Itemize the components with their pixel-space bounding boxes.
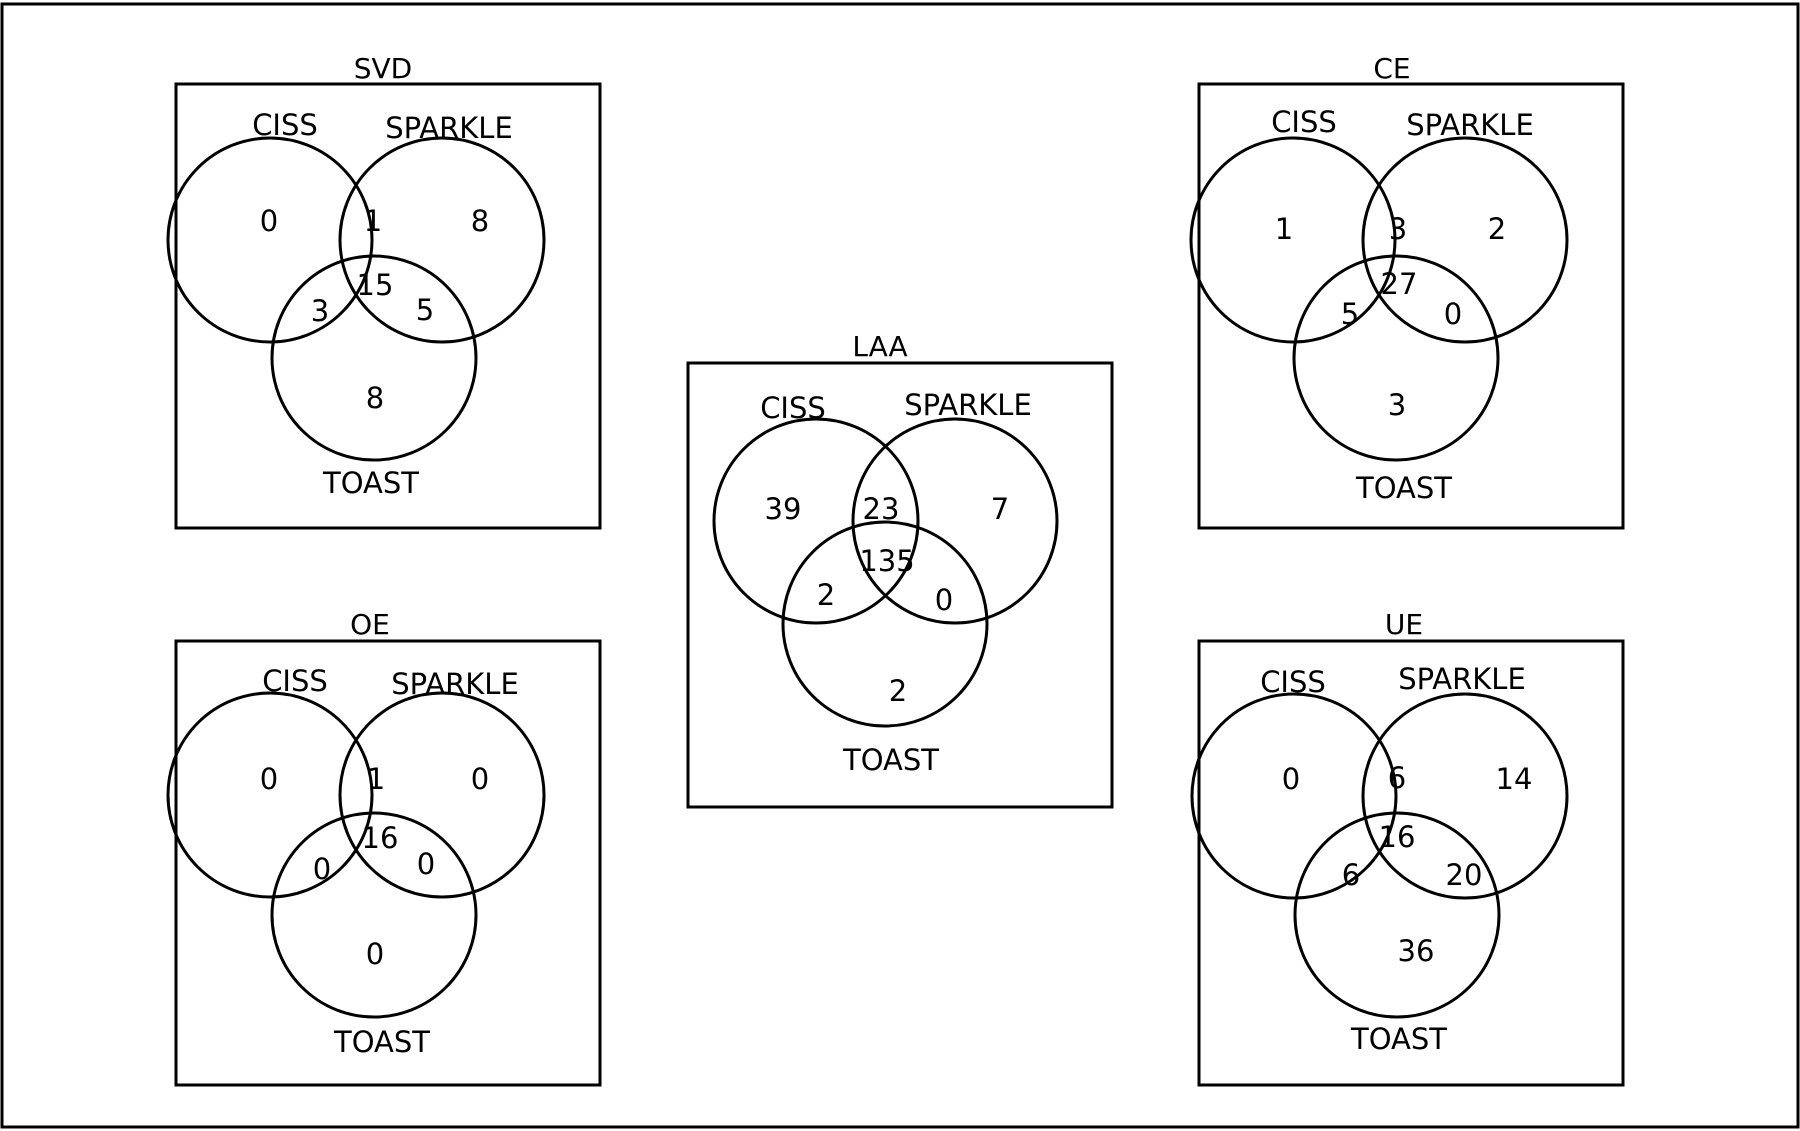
count-ciss-sparkle: 1 xyxy=(367,762,385,796)
sparkle-label: SPARKLE xyxy=(1406,108,1534,142)
panel-box xyxy=(174,639,602,1087)
ciss-label: CISS xyxy=(1271,105,1337,139)
venn-panel-ue: UE CISS SPARKLE TOAST 0 14 36 6 6 20 16 xyxy=(1190,608,1625,1087)
toast-circle xyxy=(270,254,478,462)
venn-panel-laa: LAA CISS SPARKLE TOAST 39 7 2 23 2 0 135 xyxy=(686,330,1114,809)
panel-box xyxy=(174,82,602,530)
toast-circle xyxy=(1292,254,1500,462)
count-all: 27 xyxy=(1381,267,1418,301)
count-ciss-sparkle: 6 xyxy=(1388,761,1406,795)
count-ciss-toast: 5 xyxy=(1341,297,1359,331)
panel-box xyxy=(1197,639,1625,1087)
toast-label: TOAST xyxy=(842,743,939,777)
count-sparkle-toast: 0 xyxy=(935,583,953,617)
sparkle-circle xyxy=(1361,136,1569,344)
count-sparkle-only: 7 xyxy=(991,492,1009,526)
sparkle-circle xyxy=(338,136,546,344)
count-ciss-sparkle: 23 xyxy=(863,492,900,526)
sparkle-circle xyxy=(338,691,546,899)
panel-title: UE xyxy=(1385,608,1423,641)
toast-label: TOAST xyxy=(1355,471,1452,505)
panel-box xyxy=(1197,82,1625,530)
venn-panel-ce: CE CISS SPARKLE TOAST 1 2 3 3 5 0 27 xyxy=(1189,52,1625,530)
count-ciss-toast: 6 xyxy=(1342,858,1360,892)
sparkle-label: SPARKLE xyxy=(904,388,1032,422)
count-ciss-toast: 3 xyxy=(311,294,329,328)
ciss-label: CISS xyxy=(262,664,328,698)
ciss-label: CISS xyxy=(1260,665,1326,699)
count-all: 135 xyxy=(859,544,914,578)
count-sparkle-toast: 0 xyxy=(1444,297,1462,331)
count-ciss-only: 39 xyxy=(765,492,802,526)
count-toast-only: 0 xyxy=(366,937,384,971)
ciss-circle xyxy=(166,136,374,344)
toast-circle xyxy=(270,811,478,1019)
count-toast-only: 8 xyxy=(366,381,384,415)
count-sparkle-only: 8 xyxy=(471,204,489,238)
toast-label: TOAST xyxy=(1350,1022,1447,1056)
count-ciss-sparkle: 1 xyxy=(364,204,382,238)
panel-box xyxy=(686,361,1114,809)
sparkle-circle xyxy=(851,417,1059,625)
panel-title: CE xyxy=(1373,52,1410,85)
count-sparkle-toast: 20 xyxy=(1446,858,1483,892)
count-sparkle-toast: 5 xyxy=(416,293,434,327)
ciss-circle xyxy=(1190,692,1398,900)
count-ciss-toast: 2 xyxy=(817,578,835,612)
toast-circle xyxy=(781,520,989,728)
count-ciss-sparkle: 3 xyxy=(1389,212,1407,246)
count-ciss-only: 0 xyxy=(260,762,278,796)
count-all: 16 xyxy=(362,821,399,855)
ciss-circle xyxy=(1189,136,1397,344)
count-ciss-only: 0 xyxy=(260,204,278,238)
count-all: 15 xyxy=(357,268,394,302)
panel-title: LAA xyxy=(852,330,907,363)
count-ciss-only: 1 xyxy=(1275,212,1293,246)
ciss-label: CISS xyxy=(760,391,826,425)
ciss-circle xyxy=(712,417,920,625)
count-sparkle-only: 0 xyxy=(471,762,489,796)
venn-panel-oe: OE CISS SPARKLE TOAST 0 0 0 1 0 0 16 xyxy=(166,608,602,1087)
ciss-circle xyxy=(166,691,374,899)
toast-circle xyxy=(1293,811,1501,1019)
count-ciss-toast: 0 xyxy=(313,852,331,886)
count-sparkle-only: 14 xyxy=(1496,762,1533,796)
toast-label: TOAST xyxy=(333,1025,430,1059)
sparkle-label: SPARKLE xyxy=(1398,662,1526,696)
count-toast-only: 3 xyxy=(1388,388,1406,422)
count-sparkle-only: 2 xyxy=(1488,212,1506,246)
count-ciss-only: 0 xyxy=(1282,762,1300,796)
ciss-label: CISS xyxy=(252,108,318,142)
count-sparkle-toast: 0 xyxy=(417,847,435,881)
count-toast-only: 2 xyxy=(889,674,907,708)
panel-title: OE xyxy=(350,608,390,641)
count-toast-only: 36 xyxy=(1398,934,1435,968)
sparkle-circle xyxy=(1361,692,1569,900)
sparkle-label: SPARKLE xyxy=(385,111,513,145)
toast-label: TOAST xyxy=(322,466,419,500)
panel-title: SVD xyxy=(354,52,413,85)
count-all: 16 xyxy=(1379,820,1416,854)
sparkle-label: SPARKLE xyxy=(391,667,519,701)
venn-panel-svd: SVD CISS SPARKLE TOAST 0 8 8 1 3 5 15 xyxy=(166,52,602,530)
